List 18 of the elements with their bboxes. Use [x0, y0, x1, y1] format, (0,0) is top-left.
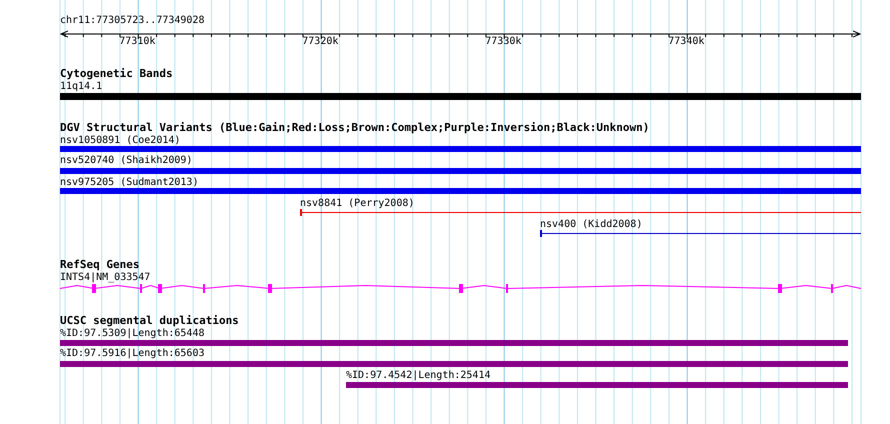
tick-label: 77310k	[119, 36, 156, 47]
feature-label: nsv975205 (Sudmant2013)	[60, 177, 198, 188]
tick-label: 77320k	[302, 36, 338, 47]
feature-label: nsv400 (Kidd2008)	[540, 219, 642, 230]
feature-label: INTS4|NM_033547	[60, 272, 150, 283]
feature-label: %ID:97.5309|Length:65448	[60, 328, 204, 339]
feature-label: 11q14.1	[60, 81, 102, 92]
feature-label: %ID:97.5916|Length:65603	[60, 348, 204, 359]
region-label: chr11:77305723..77349028	[60, 15, 204, 26]
track-title: Cytogenetic Bands	[60, 68, 173, 79]
feature-label: %ID:97.4542|Length:25414	[346, 370, 490, 381]
feature-label: nsv8841 (Perry2008)	[300, 198, 414, 209]
track-title: UCSC segmental duplications	[60, 315, 239, 326]
tick-label: 77340k	[668, 36, 704, 47]
feature-label: nsv1050891 (Coe2014)	[60, 135, 180, 146]
track-title: DGV Structural Variants (Blue:Gain;Red:Loss;Brown:Complex;Purple:Inversion;Black:Unknown)	[60, 122, 650, 133]
feature-label: nsv520740 (Shaikh2009)	[60, 155, 192, 166]
tick-label: 77330k	[485, 36, 522, 47]
